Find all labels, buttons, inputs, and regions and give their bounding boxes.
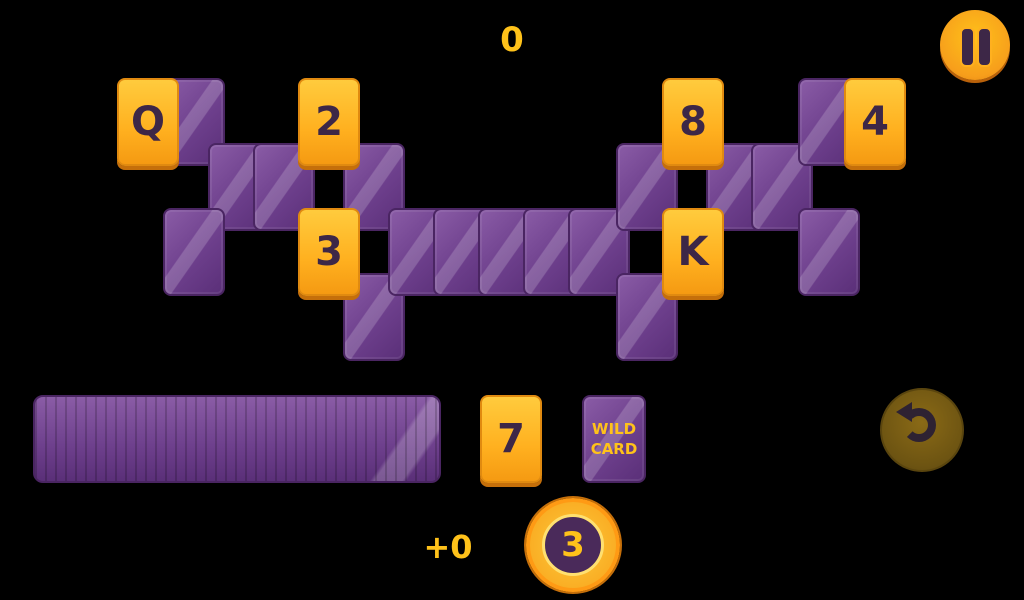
- bonus-display: +0: [423, 528, 473, 566]
- card-2[interactable]: 2: [298, 78, 360, 166]
- card-4[interactable]: 4: [844, 78, 906, 166]
- wild-card-label-line2: CARD: [590, 440, 638, 458]
- waste-card: 7: [480, 395, 542, 483]
- wildcard-counter: 3: [526, 498, 620, 592]
- wild-card-label-line1: WILD: [591, 420, 637, 438]
- pause-button[interactable]: [940, 10, 1010, 80]
- wild-card-button[interactable]: WILD CARD: [582, 395, 646, 483]
- card-3[interactable]: 3: [298, 208, 360, 296]
- wildcard-count: 3: [542, 514, 604, 576]
- card-8[interactable]: 8: [662, 78, 724, 166]
- undo-button[interactable]: [880, 388, 964, 472]
- card-back: [163, 208, 225, 296]
- score-display: 0: [500, 20, 524, 60]
- card-back: [798, 208, 860, 296]
- card-k[interactable]: K: [662, 208, 724, 296]
- card-q[interactable]: Q: [117, 78, 179, 166]
- draw-pile[interactable]: [33, 395, 441, 483]
